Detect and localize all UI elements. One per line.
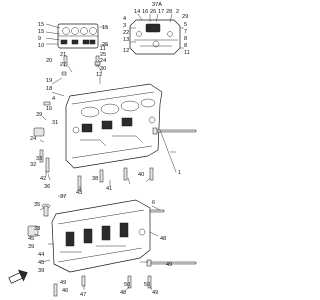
callout: 15 — [38, 29, 44, 35]
callout: 28 — [166, 9, 172, 15]
inset-crankcase-detail — [129, 19, 181, 55]
callout: 50 — [144, 282, 150, 288]
callout: 38 — [92, 176, 98, 182]
callout: 22 — [123, 30, 129, 36]
callout: 2 — [176, 9, 179, 15]
callout: 33 — [34, 226, 40, 232]
callout: 39 — [36, 112, 42, 118]
callout: 17 — [158, 9, 164, 15]
callout: 25 — [100, 52, 106, 58]
callout: 8 — [184, 43, 187, 49]
callout: 49 — [166, 262, 172, 268]
callout: 7 — [184, 29, 187, 35]
callout: 33 — [36, 156, 42, 162]
callouts: 14 16 26 17 28 2 37A 29 4 3 22 5 7 8 13 … — [28, 2, 190, 298]
callout: 35 — [34, 202, 40, 208]
callout: 29 — [182, 14, 188, 20]
fasteners — [27, 55, 154, 297]
callout: 42 — [40, 176, 46, 182]
callout: 4 — [123, 16, 126, 22]
leader-lines — [33, 13, 184, 291]
callout: 49 — [152, 290, 158, 296]
lower-crankcase — [51, 199, 151, 273]
callout: 9 — [38, 36, 41, 42]
callout: 16 — [46, 106, 52, 112]
callout: 44 — [38, 252, 44, 258]
inset-cylinder-block-view — [57, 23, 99, 49]
callout: 50 — [124, 282, 130, 288]
callout: 24 — [100, 58, 106, 64]
callout: 15 — [102, 25, 108, 31]
callout: 47 — [80, 292, 86, 298]
crankcase-exploded-diagram: 14 16 26 17 28 2 37A 29 4 3 22 5 7 8 13 … — [8, 2, 197, 298]
callout: 18 — [46, 86, 52, 92]
callout: 27 — [60, 62, 66, 68]
callout: 13 — [123, 37, 129, 43]
callout: 5 — [184, 22, 187, 28]
callout: 26 — [102, 42, 108, 48]
callout: 12 — [123, 48, 129, 54]
callout: 11 — [184, 50, 190, 56]
callout: 19 — [46, 78, 52, 84]
callout: 45 — [28, 236, 34, 242]
callout: 20 — [46, 58, 52, 64]
callout: 10 — [38, 43, 44, 49]
callout: 16 — [142, 9, 148, 15]
callout: 1 — [178, 170, 181, 176]
callout: 15 — [38, 22, 44, 28]
callout: 40 — [138, 172, 144, 178]
callout: 14 — [134, 9, 140, 15]
callout: 12 — [96, 72, 102, 78]
callout: 49 — [60, 280, 66, 286]
callout: 24 — [30, 136, 36, 142]
callout: 39 — [38, 268, 44, 274]
callout: 46 — [62, 288, 68, 294]
callout: 36 — [44, 184, 50, 190]
callout: 48 — [160, 236, 166, 242]
callout: 8 — [184, 36, 187, 42]
callout: 41 — [106, 186, 112, 192]
callout: 48 — [120, 290, 126, 296]
front-arrow-icon — [8, 269, 28, 284]
inset-label: 37A — [152, 2, 162, 8]
upper-crankcase — [65, 83, 163, 169]
callout: 30 — [100, 66, 106, 72]
callout: 4 — [52, 96, 55, 102]
callout: 3 — [123, 23, 126, 29]
callout: 37 — [60, 194, 66, 200]
callout: 11 — [100, 46, 106, 52]
callout: 31 — [52, 120, 58, 126]
callout: 32 — [30, 162, 36, 168]
callout: 39 — [28, 244, 34, 250]
callout: 21 — [60, 52, 66, 58]
callout: 45 — [38, 260, 44, 266]
long-bolts — [146, 127, 197, 267]
callout: 26 — [150, 9, 156, 15]
callout: 6 — [152, 200, 155, 206]
callout: 43 — [76, 190, 82, 196]
